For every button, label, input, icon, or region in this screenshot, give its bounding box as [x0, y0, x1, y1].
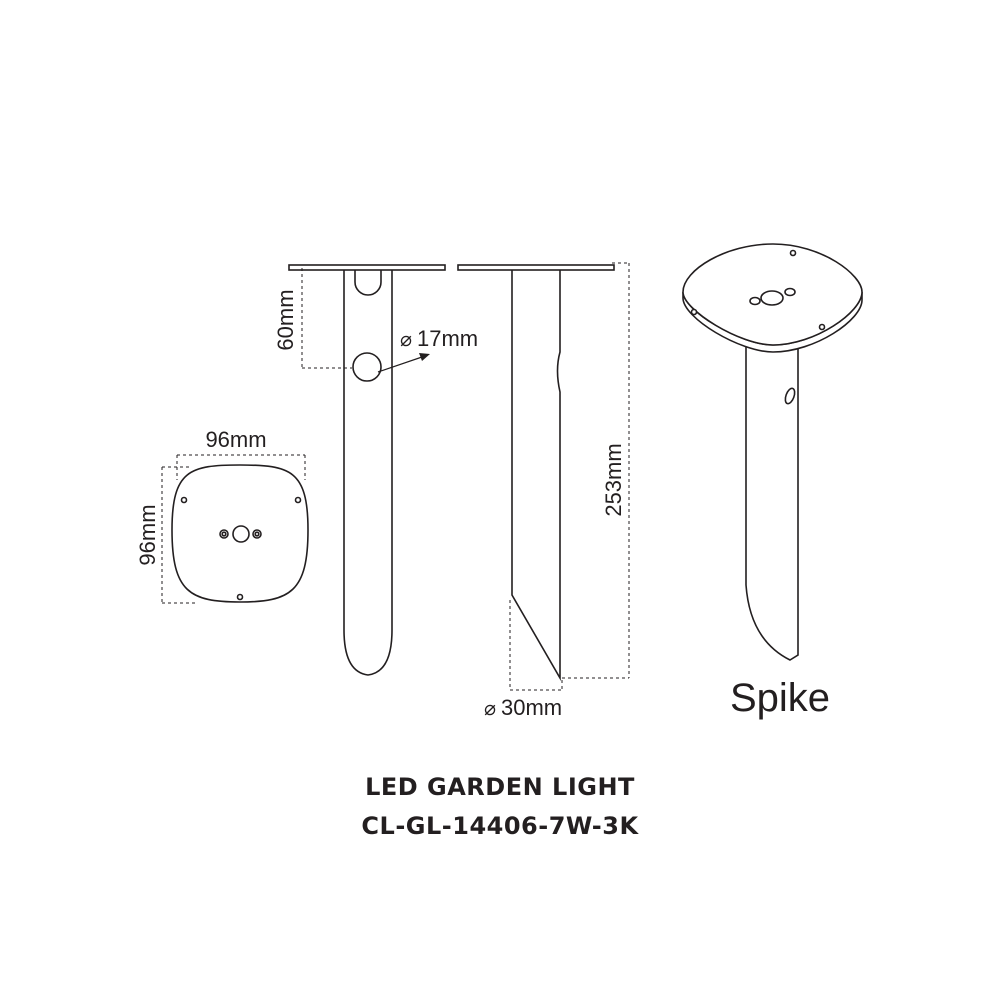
perspective-spike-body [745, 339, 799, 661]
dimension-96mm-width [176, 454, 306, 480]
perspective-side-hole [784, 287, 796, 297]
perspective-center-hole [760, 290, 784, 306]
side-view-top-plate [457, 264, 615, 271]
perspective-side-hole [749, 296, 761, 306]
plate-screw-hole [180, 496, 188, 504]
perspective-screw-hole [690, 308, 698, 316]
side-view [457, 264, 615, 681]
dimension-30mm-symbol: ⌀ [484, 698, 496, 720]
product-model: CL-GL-14406-7W-3K [361, 812, 639, 840]
plate-side-hole [252, 529, 262, 539]
dimension-253mm-label: 253mm [601, 443, 626, 516]
dimension-17mm-leader [377, 353, 430, 373]
dimension-96mm-width-label: 96mm [205, 427, 266, 452]
side-view-spike-body [511, 270, 561, 681]
front-view-top-slot [354, 270, 382, 296]
perspective-label: Spike [730, 676, 830, 720]
plate-screw-hole [236, 593, 244, 601]
front-view-top-plate [288, 264, 446, 271]
dimension-253mm [562, 262, 630, 679]
dimension-30mm-label: 30mm [501, 695, 562, 720]
plate-screw-hole [294, 496, 302, 504]
plate-outline [171, 464, 309, 603]
plate-center-hole [232, 525, 250, 543]
perspective-view [682, 243, 863, 661]
dimension-30mm [509, 600, 563, 691]
product-name: LED GARDEN LIGHT [365, 773, 635, 801]
perspective-screw-hole [789, 249, 797, 257]
plate-top-view [171, 464, 309, 603]
perspective-screw-hole [818, 323, 826, 331]
plate-side-hole-inner [221, 531, 227, 537]
dimension-17mm-symbol: ⌀ [400, 329, 412, 351]
dimension-17mm-label: 17mm [417, 326, 478, 351]
dimension-96mm-height [161, 466, 195, 604]
plate-side-hole-inner [254, 531, 260, 537]
dimension-96mm-height-label: 96mm [135, 504, 160, 565]
front-view-hole [352, 352, 382, 382]
front-view [288, 264, 446, 676]
arrow-head-icon [419, 353, 430, 361]
plate-side-hole [219, 529, 229, 539]
front-view-spike-body [343, 270, 393, 676]
dimension-60mm [301, 268, 352, 369]
perspective-spike-hole [784, 387, 796, 405]
dimension-60mm-label: 60mm [273, 289, 298, 350]
